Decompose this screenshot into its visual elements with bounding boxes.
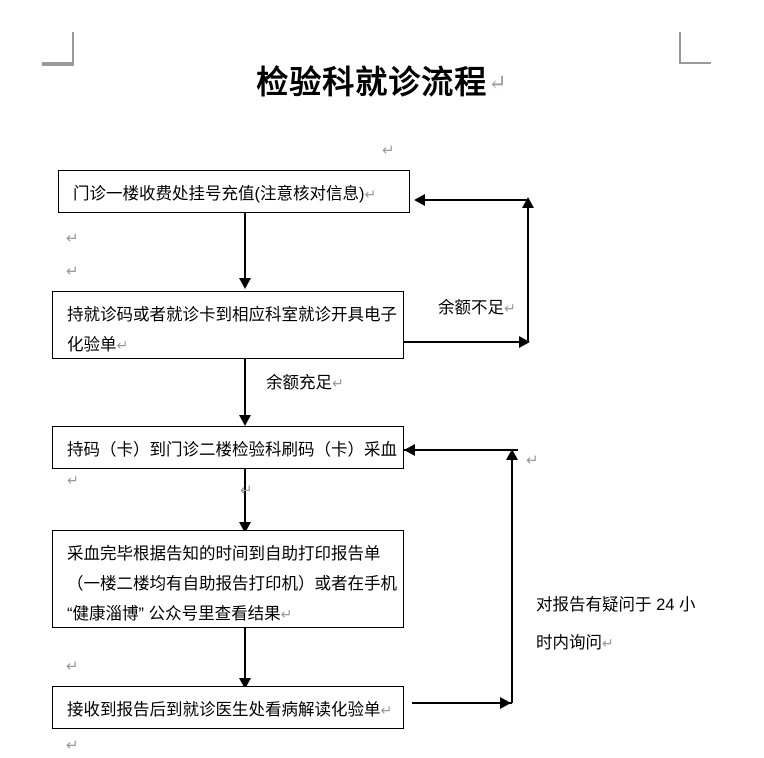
flow-node-blood-draw[interactable]: 持码（卡）到门诊二楼检验科刷码（卡）采血 ↵ bbox=[52, 426, 404, 488]
connector-line-4-5 bbox=[244, 628, 246, 683]
loop-a-vertical-line bbox=[527, 200, 529, 342]
flow-node-text: 持码（卡）到门诊二楼检验科刷码（卡）采血 bbox=[67, 441, 397, 459]
pilcrow-mark: ↵ bbox=[66, 658, 79, 675]
edge-label-insufficient-balance: 余额不足↵ bbox=[438, 296, 516, 320]
connector-arrow-4-5 bbox=[239, 678, 251, 689]
flow-node-text: 采血完毕根据告知的时间到自助打印报告单 （一楼二楼均有自助报告打印机）或者在手机… bbox=[67, 545, 397, 623]
crop-mark-top-right bbox=[679, 32, 711, 64]
connector-line-2-3 bbox=[244, 359, 246, 419]
loop-b-up-arrow bbox=[506, 449, 518, 460]
connector-line-3-4 bbox=[244, 469, 246, 527]
connector-arrow-3-4 bbox=[239, 522, 251, 533]
pilcrow-mark: ↵ bbox=[280, 606, 293, 622]
flow-node-print-report[interactable]: 采血完毕根据告知的时间到自助打印报告单 （一楼二楼均有自助报告打印机）或者在手机… bbox=[52, 530, 404, 628]
pilcrow-mark: ↵ bbox=[66, 230, 79, 247]
edge-label-sufficient-balance: 余额充足↵ bbox=[266, 371, 344, 395]
pilcrow-mark: ↵ bbox=[67, 472, 79, 488]
edge-label-report-question: 对报告有疑问于 24 小 时内询问↵ bbox=[536, 586, 696, 662]
pilcrow-mark: ↵ bbox=[116, 337, 129, 353]
connector-arrow-2-3 bbox=[239, 415, 251, 426]
pilcrow-mark: ↵ bbox=[332, 375, 344, 391]
loop-b-vertical-line bbox=[511, 452, 513, 703]
pilcrow-mark: ↵ bbox=[602, 635, 614, 651]
loop-b-bottom-line bbox=[412, 702, 512, 704]
flow-node-doctor-review[interactable]: 接收到报告后到就诊医生处看病解读化验单↵ bbox=[52, 686, 404, 729]
pilcrow-mark: ↵ bbox=[382, 142, 395, 159]
loop-b-top-line bbox=[404, 449, 518, 451]
flow-node-text: 门诊一楼收费处挂号充值(注意核对信息) bbox=[73, 185, 365, 203]
crop-mark-top-left bbox=[42, 32, 74, 66]
flow-node-text: 接收到报告后到就诊医生处看病解读化验单 bbox=[67, 701, 381, 719]
pilcrow-mark: ↵ bbox=[380, 702, 393, 718]
connector-line-1-2 bbox=[244, 213, 246, 281]
loop-a-left-arrow bbox=[414, 194, 425, 206]
loop-a-up-arrow bbox=[522, 197, 534, 208]
pilcrow-mark: ↵ bbox=[66, 737, 79, 754]
loop-b-left-arrow bbox=[404, 444, 415, 456]
pilcrow-mark: ↵ bbox=[488, 71, 508, 96]
loop-a-top-line bbox=[424, 199, 528, 201]
page-title-text: 检验科就诊流程 bbox=[256, 63, 488, 101]
loop-a-right-arrow bbox=[519, 336, 530, 348]
pilcrow-mark: ↵ bbox=[504, 300, 516, 316]
flow-node-consult-order[interactable]: 持就诊码或者就诊卡到相应科室就诊开具电子 化验单↵ bbox=[52, 291, 404, 359]
loop-b-right-arrow bbox=[500, 697, 511, 709]
pilcrow-mark: ↵ bbox=[526, 452, 539, 469]
edge-label-text: 对报告有疑问于 24 小 时内询问 bbox=[536, 596, 696, 652]
flow-node-text: 持就诊码或者就诊卡到相应科室就诊开具电子 化验单 bbox=[67, 306, 397, 354]
pilcrow-mark: ↵ bbox=[240, 482, 253, 499]
connector-arrow-1-2 bbox=[239, 278, 251, 289]
loop-a-bottom-line bbox=[404, 341, 528, 343]
flow-node-registration[interactable]: 门诊一楼收费处挂号充值(注意核对信息)↵ bbox=[58, 170, 410, 213]
page-title: 检验科就诊流程↵ bbox=[0, 57, 764, 103]
pilcrow-mark: ↵ bbox=[66, 263, 79, 280]
pilcrow-mark: ↵ bbox=[364, 186, 377, 202]
edge-label-text: 余额不足 bbox=[438, 299, 504, 317]
edge-label-text: 余额充足 bbox=[266, 374, 332, 392]
